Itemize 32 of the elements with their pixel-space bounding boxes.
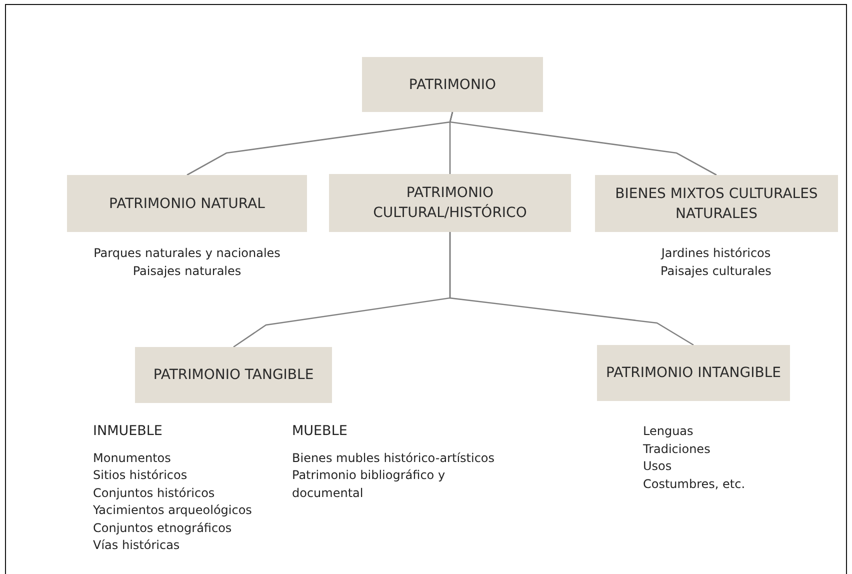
list-item: Usos — [643, 458, 672, 475]
group-heading: INMUEBLE — [93, 423, 162, 440]
list-item: Patrimonio bibliográfico y documental — [292, 467, 446, 502]
category-box — [135, 347, 332, 403]
category-label: PATRIMONIO CULTURAL/HISTÓRICO — [372, 184, 528, 223]
list-item: Jardines históricos — [661, 245, 771, 262]
connector-line — [449, 232, 694, 346]
list-item: Parques naturales y nacionales — [94, 245, 280, 262]
list-item: Lenguas — [643, 423, 694, 440]
list-item: Conjuntos históricos — [93, 484, 215, 502]
category-label: PATRIMONIO — [408, 76, 496, 94]
category-label: PATRIMONIO INTANGIBLE — [606, 364, 781, 383]
category-label: PATRIMONIO TANGIBLE — [153, 366, 314, 385]
category-label: PATRIMONIO NATURAL — [109, 194, 265, 214]
category-box — [329, 174, 571, 232]
list-item: Costumbres, etc. — [643, 476, 746, 492]
category-box — [597, 345, 790, 401]
list-item: Bienes mubles histórico-artísticos — [292, 450, 495, 466]
category-label: BIENES MIXTOS CULTURALES NATURALES — [614, 184, 819, 224]
list-item: Yacimientos arqueológicos — [93, 502, 252, 519]
list-item: Paisajes culturales — [660, 262, 772, 280]
list-item: Monumentos — [93, 450, 171, 466]
group-heading: MUEBLE — [292, 423, 348, 440]
category-box — [362, 57, 543, 112]
connector-line — [449, 112, 717, 176]
category-box — [595, 175, 838, 232]
list-item: Conjuntos etnográficos — [93, 520, 232, 536]
list-item: Vías históricas — [93, 537, 180, 554]
list-item: Paisajes naturales — [132, 262, 242, 280]
category-box — [67, 175, 307, 232]
list-item: Tradiciones — [643, 440, 710, 458]
list-item: Sitios históricos — [93, 467, 188, 484]
